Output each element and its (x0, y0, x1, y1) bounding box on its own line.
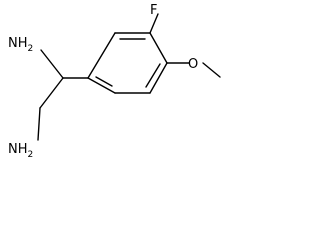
ring-double-bond-2 (145, 63, 161, 88)
bond-ch2-nh2-bottom (37, 107, 41, 141)
nh2-top-label: NH2 (8, 36, 33, 54)
atom-labels: NH2 NH2 F O (8, 3, 198, 158)
bond-ring-fluorine (149, 13, 159, 34)
nh2-bottom-label: NH2 (8, 142, 33, 158)
ring-double-bond-3 (95, 76, 113, 87)
oxygen-label: O (188, 57, 198, 72)
bonds (37, 13, 221, 141)
fluorine-label: F (150, 3, 157, 18)
molecule-diagram: NH2 NH2 F O (8, 3, 221, 158)
ring-bond-4 (149, 62, 168, 94)
ring-bond-3 (149, 32, 168, 64)
structure-canvas: NH2 NH2 F O (0, 0, 226, 158)
bond-oxygen-methyl (202, 62, 221, 78)
bond-cbenzylic-nh2-top (40, 49, 64, 79)
ring-bond-6 (87, 77, 116, 94)
bond-cbenzylic-ch2 (39, 77, 64, 109)
ring-bond-1 (87, 32, 116, 79)
